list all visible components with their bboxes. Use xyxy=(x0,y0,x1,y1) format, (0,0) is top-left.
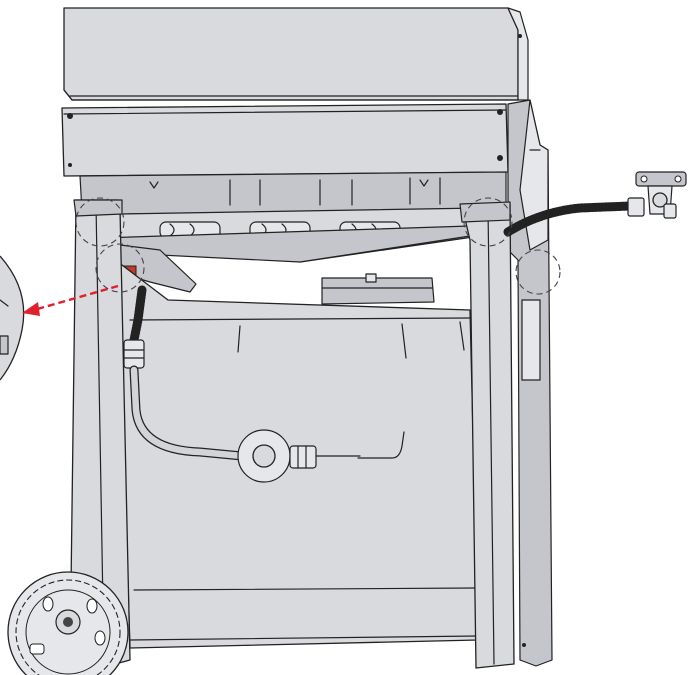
detail-arrow xyxy=(22,284,119,316)
wheel xyxy=(7,571,129,675)
right-leg xyxy=(459,201,515,669)
side-burner-hose xyxy=(503,197,645,237)
side-burner-valve xyxy=(635,171,687,219)
grill-lid xyxy=(63,7,529,101)
grease-tray xyxy=(321,273,435,305)
gas-hose xyxy=(123,285,405,461)
gas-regulator xyxy=(237,429,361,483)
magnifier-callout xyxy=(0,255,25,381)
callout-right-front-corner xyxy=(463,197,513,247)
callout-left-valve-area xyxy=(95,243,145,293)
callout-left-front-corner xyxy=(75,197,125,247)
left-leg xyxy=(69,199,131,669)
front-panel xyxy=(61,103,509,177)
callout-circles xyxy=(75,197,561,295)
right-side-panel xyxy=(507,99,553,667)
callout-right-side-bracket xyxy=(515,249,561,295)
